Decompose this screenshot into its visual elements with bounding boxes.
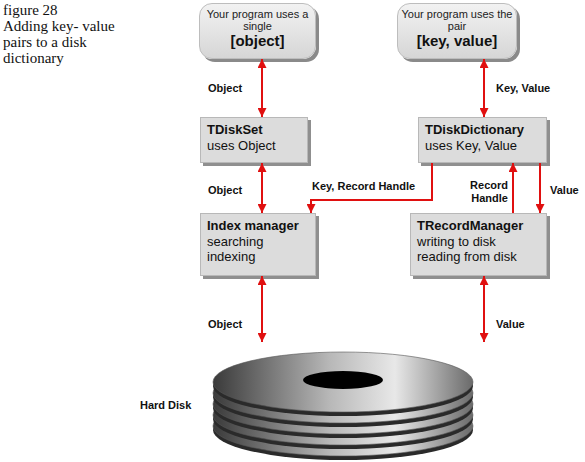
node-title: TDiskDictionary: [425, 122, 540, 138]
node-body: uses Object: [207, 138, 301, 153]
manager-box: TRecordManagerwriting to disk reading fr…: [410, 213, 547, 276]
flow-label: Object: [208, 318, 258, 331]
data-flow-arrow: [261, 59, 263, 117]
program-box: Your program uses the pair[key, value]: [397, 3, 517, 59]
data-flow-arrow: [261, 276, 263, 342]
class-box: TDiskSetuses Object: [200, 117, 308, 163]
flow-label: Object: [208, 184, 258, 197]
node-title: Index manager: [207, 218, 309, 234]
node-body: searching indexing: [207, 234, 309, 264]
flow-label: Key, Value: [496, 82, 576, 95]
flow-label: Record Handle: [452, 179, 508, 205]
node-body: uses Key, Value: [425, 138, 540, 153]
flow-label: Object: [208, 82, 258, 95]
data-flow-arrow: [539, 163, 541, 213]
manager-box: Index managersearching indexing: [200, 213, 316, 276]
data-flow-arrow: [483, 59, 485, 117]
data-flow-arrow: [261, 163, 263, 213]
figure-number: figure 28: [3, 2, 58, 18]
node-body: [object]: [200, 32, 315, 50]
class-box: TDiskDictionaryuses Key, Value: [418, 117, 547, 163]
node-title: TDiskSet: [207, 122, 301, 138]
program-box: Your program uses a single[object]: [199, 3, 316, 59]
node-body: writing to disk reading from disk: [417, 234, 540, 264]
data-flow-arrow: [512, 163, 514, 213]
disk-platter: [213, 352, 473, 416]
platter-face: [213, 352, 473, 412]
node-title: Your program uses a single: [200, 8, 315, 32]
node-title: Your program uses the pair: [398, 8, 516, 32]
flow-label: Value: [550, 184, 585, 197]
data-flow-arrow: [483, 276, 485, 342]
node-body: [key, value]: [398, 32, 516, 50]
node-title: TRecordManager: [417, 218, 540, 234]
disk-spindle-hole: [303, 371, 383, 389]
figure-caption: Adding key- value pairs to a disk dictio…: [3, 18, 125, 66]
hard-disk: Hard Disk: [130, 342, 476, 460]
node-title: Hard Disk: [140, 399, 191, 411]
flow-label: Key, Record Handle: [312, 180, 442, 193]
flow-label: Value: [496, 318, 546, 331]
